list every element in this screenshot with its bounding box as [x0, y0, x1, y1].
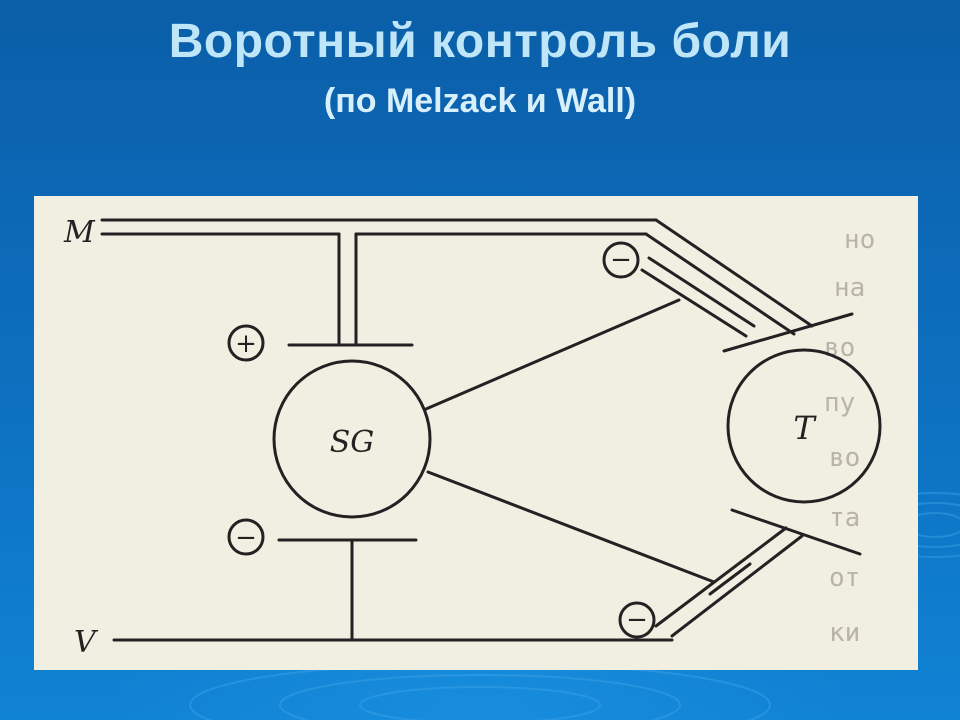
label-sg: SG	[330, 425, 375, 460]
svg-text:но: но	[844, 225, 875, 255]
m-to-t-outer	[654, 218, 814, 328]
sg-to-lower-synapse	[426, 470, 716, 584]
t-synapse-upper-bar	[722, 312, 854, 353]
diagram-canvas: но на во пу во та от ки	[63, 215, 882, 660]
slide-title: Воротный контроль боли	[168, 15, 792, 68]
sg-to-upper-synapse	[424, 298, 681, 411]
svg-text:ки: ки	[829, 618, 860, 648]
m-to-t-inner	[644, 232, 796, 336]
label-m: M	[63, 215, 96, 250]
v-to-t-outer	[670, 534, 804, 638]
plus-sign: +	[235, 329, 257, 359]
minus-sign-lower: −	[626, 605, 648, 635]
upper-presynaptic-b	[640, 268, 748, 338]
minus-sign-circle-sg	[227, 518, 265, 556]
lower-presynaptic-a	[708, 562, 752, 596]
gate-control-diagram: но на во пу во та от ки	[34, 196, 918, 670]
svg-text:та: та	[829, 503, 860, 533]
sg-cell	[272, 359, 432, 519]
plus-sign-circle	[227, 324, 265, 362]
minus-sign-circle-upper	[602, 241, 640, 279]
minus-sign-sg: −	[235, 523, 257, 553]
slide-subtitle: (по Melzack и Wall)	[323, 82, 637, 120]
upper-presynaptic-a	[647, 256, 756, 328]
minus-sign-circle-lower	[618, 601, 656, 639]
t-synapse-lower-bar	[730, 508, 862, 556]
svg-text:от: от	[829, 563, 860, 593]
label-t: T	[793, 409, 817, 447]
label-v: V	[74, 625, 99, 660]
svg-text:на: на	[834, 273, 865, 303]
svg-text:пу: пу	[824, 388, 855, 418]
v-to-t-inner	[654, 526, 788, 628]
t-cell	[726, 348, 882, 504]
scan-show-through: но на во пу во та от ки	[824, 225, 875, 648]
svg-text:во: во	[829, 443, 860, 473]
minus-sign-upper: −	[610, 245, 632, 275]
